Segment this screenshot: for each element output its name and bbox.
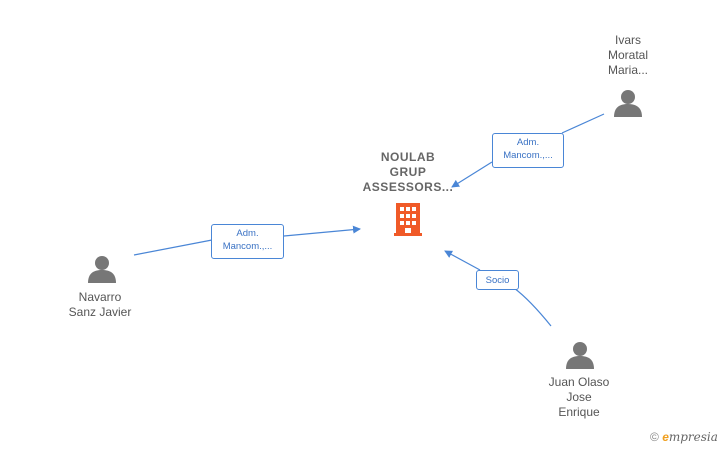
person-icon[interactable]	[614, 90, 642, 117]
person-name-ivars[interactable]: Ivars Moratal Maria...	[588, 33, 668, 78]
edge-juan-to-company	[445, 251, 552, 327]
person-name-juan[interactable]: Juan Olaso Jose Enrique	[534, 375, 624, 420]
person-icon[interactable]	[88, 256, 116, 283]
building-icon[interactable]	[394, 203, 422, 236]
person-name-line: Navarro	[78, 290, 122, 304]
person-name-line: Enrique	[558, 405, 600, 419]
person-name-line: Moratal	[607, 48, 648, 62]
person-name-line: Maria...	[607, 63, 648, 77]
brand-logo-text: mpresia	[668, 430, 718, 444]
relation-label-line: Mancom.,...	[222, 241, 273, 252]
person-name-line: Ivars	[614, 33, 641, 47]
company-name-line: GRUP	[389, 165, 427, 179]
relation-label-ivars[interactable]: Adm. Mancom.,...	[492, 133, 564, 168]
person-name-navarro[interactable]: Navarro Sanz Javier	[55, 290, 145, 320]
company-name-line: ASSESSORS...	[362, 180, 454, 194]
edge-navarro-to-company	[133, 229, 360, 256]
relation-label-line: Mancom.,...	[503, 150, 553, 161]
relation-label-line: Adm.	[236, 228, 259, 239]
relation-label-line: Socio	[485, 275, 510, 286]
person-name-line: Jose	[566, 390, 592, 404]
person-name-line: Juan Olaso	[548, 375, 610, 389]
person-icon[interactable]	[566, 342, 594, 369]
company-name[interactable]: NOULAB GRUP ASSESSORS...	[350, 150, 466, 195]
copyright-symbol: ©	[650, 430, 659, 444]
person-name-line: Sanz Javier	[68, 305, 132, 319]
relation-label-line: Adm.	[516, 137, 540, 148]
brand-watermark: © empresia	[650, 430, 718, 444]
edge-ivars-to-company	[452, 113, 605, 187]
relation-label-navarro[interactable]: Adm. Mancom.,...	[211, 224, 284, 259]
brand-logo-initial: e	[662, 430, 669, 444]
company-name-line: NOULAB	[380, 150, 436, 164]
relation-label-juan[interactable]: Socio	[476, 270, 519, 290]
